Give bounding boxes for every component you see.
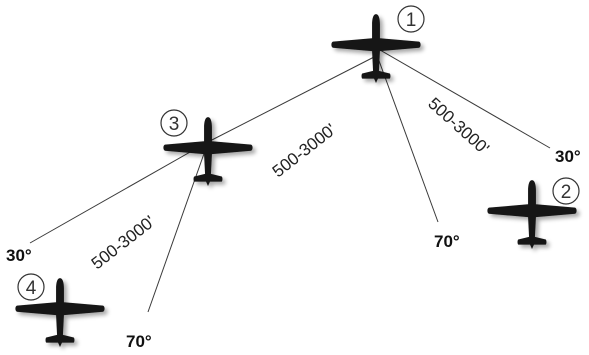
distance-label-1-3: 500-3000' — [269, 120, 340, 181]
angle-label-70-right: 70° — [434, 232, 460, 251]
number-4: 4 — [26, 278, 37, 299]
line-element-70deg — [147, 147, 207, 313]
line-lead-70deg — [377, 57, 439, 223]
number-badge-1: 1 — [397, 5, 425, 33]
number-badge-3: 3 — [160, 109, 188, 137]
angle-label-30-right: 30° — [555, 147, 581, 166]
distance-label-3-4: 500-3000' — [88, 212, 159, 273]
formation-lines — [29, 49, 551, 313]
number-1: 1 — [406, 10, 417, 31]
number-2: 2 — [561, 182, 572, 203]
line-lead-30deg — [379, 49, 551, 149]
number-3: 3 — [169, 114, 180, 135]
number-badge-2: 2 — [552, 177, 580, 205]
line-element-30deg — [29, 142, 207, 244]
line-lead-to-element — [205, 55, 377, 144]
number-badge-4: 4 — [17, 273, 45, 301]
angle-label-30-left: 30° — [6, 246, 32, 265]
angle-label-70-left: 70° — [126, 332, 152, 351]
distance-label-1-2: 500-3000' — [424, 94, 493, 158]
